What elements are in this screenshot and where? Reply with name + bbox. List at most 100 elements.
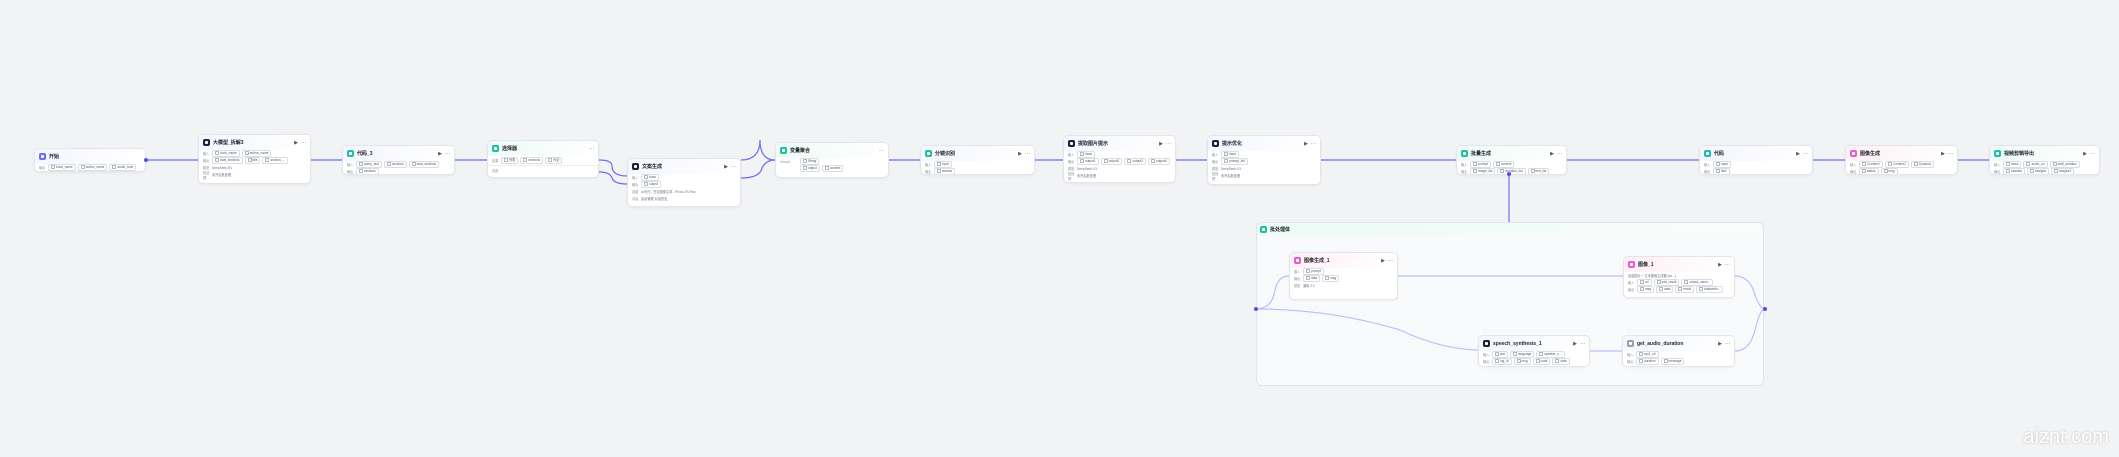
param-pill: sections (383, 161, 407, 168)
node-title: speech_synthesis_1 (1493, 340, 1542, 347)
param-pill: book (641, 174, 659, 181)
more-icon[interactable]: ··· (1166, 140, 1171, 147)
more-icon[interactable]: ··· (1388, 257, 1393, 264)
output-port[interactable] (1763, 307, 1767, 311)
image-icon (1628, 261, 1635, 268)
param-pill: log_id (1492, 358, 1512, 365)
run-icon[interactable]: ▶ (1718, 340, 1722, 347)
param-pill: output1 (1077, 158, 1099, 165)
param-pill: data (1656, 286, 1674, 293)
node-copywriting[interactable]: 文案生成 ▶··· 输入 book 输出 output 技能 AI写作 - 豆包… (627, 158, 741, 207)
skill-list: AI写作 - 豆包图像生成 - Photo-TN Flux (641, 190, 696, 194)
node-title: 开始 (49, 154, 60, 160)
param-pill: book_name (48, 164, 76, 171)
output-port[interactable] (144, 158, 148, 162)
run-icon[interactable]: ▶ (2083, 150, 2087, 157)
param-pill: sections (356, 168, 379, 174)
param-pill: designs (2027, 168, 2049, 174)
more-icon[interactable]: ··· (445, 150, 450, 157)
condition-var[interactable]: sections (520, 157, 544, 164)
output-port[interactable] (1507, 172, 1511, 176)
node-start[interactable]: 开始 输出 book_name author_name audio_tone (34, 148, 146, 172)
more-icon[interactable]: ··· (1725, 261, 1730, 268)
node-code-3[interactable]: 代码_3 ▶··· 输入 query_text sections total_s… (342, 145, 455, 175)
node-batch[interactable]: 批量生成 ▶··· 输入 prompt content 输出 image_lis… (1456, 145, 1567, 175)
run-icon[interactable]: ▶ (1381, 257, 1385, 264)
param-pill: data (1552, 358, 1570, 365)
node-image-gen-1[interactable]: 图像生成_1 ▶··· 输入 prompt 输出 data msg 模型 通用 … (1289, 252, 1398, 300)
llm-icon (632, 163, 639, 170)
image-icon (1850, 150, 1857, 157)
param-pill: query_text (356, 161, 382, 168)
more-icon[interactable]: ··· (1725, 340, 1730, 347)
run-icon[interactable]: ▶ (294, 139, 298, 146)
more-icon[interactable]: ··· (589, 145, 594, 152)
code-icon (347, 150, 354, 157)
row-label: 批处理 (1212, 171, 1219, 181)
node-title: 提取图片提示 (1078, 141, 1109, 147)
row-label: 输出 (1704, 170, 1711, 174)
task-text: 加载图片 + 文本图像生成器 (bu...) (1628, 274, 1676, 278)
node-prompt-optimize[interactable]: 提示优化 ▶··· 输入 Input 输出 prompt_list 模型 Dee… (1207, 135, 1321, 185)
param-pill: String (800, 158, 820, 165)
more-icon[interactable]: ··· (1948, 150, 1953, 157)
row-label: 输入 (925, 163, 932, 167)
node-llm-split[interactable]: 大模型_拆解3 ▶··· 输入 book_name author_name 输出… (198, 134, 311, 184)
node-variable-merge[interactable]: 变量聚合 ··· Group1 String output content (775, 142, 889, 178)
model-name: DeepSeek-V3 (1077, 166, 1097, 171)
param-pill: mp3_url (1636, 351, 1659, 358)
param-pill: content (1492, 161, 1515, 168)
node-extract-prompt[interactable]: 提取图片提示 ▶··· 输入 Input 输出 output1 output2 … (1063, 135, 1176, 183)
param-pill: usables (2003, 168, 2025, 174)
condition-op[interactable]: 为空 (545, 157, 563, 164)
param-pill: prompt (1303, 268, 1324, 275)
node-image-1[interactable]: 图像_1 ▶··· 加载图片 + 文本图像生成器 (bu...) 输入 url … (1623, 256, 1735, 298)
node-scene-split[interactable]: 分镜识别 ▶··· 输入 Input 输出 scenes (920, 145, 1035, 175)
run-icon[interactable]: ▶ (1573, 340, 1577, 347)
row-label: 模型 (1212, 167, 1219, 171)
more-icon[interactable]: ··· (1803, 150, 1808, 157)
node-image-gen[interactable]: 图像生成 ▶··· 输入 Content1 Content2 Dynamic 输… (1845, 145, 1958, 175)
param-pill: code (1532, 358, 1551, 365)
llm-icon (1068, 140, 1075, 147)
row-label: 如果 (492, 159, 499, 163)
run-icon[interactable]: ▶ (1796, 150, 1800, 157)
row-label: Group1 (780, 159, 791, 164)
more-icon[interactable]: ··· (879, 147, 884, 154)
batch-status: 未开启批处理 (1077, 174, 1097, 178)
run-icon[interactable]: ▶ (1550, 150, 1554, 157)
param-pill: staff_duration (2049, 161, 2080, 168)
node-speech-synthesis[interactable]: speech_synthesis_1 ▶··· 输入 text language… (1478, 335, 1590, 367)
node-video-export[interactable]: 视频剪辑导出 ▶··· 输入 news audio_url staff_dura… (1989, 145, 2100, 175)
row-label: 输出 (1068, 160, 1075, 164)
more-icon[interactable]: ··· (731, 163, 736, 170)
more-icon[interactable]: ··· (1025, 150, 1030, 157)
node-code[interactable]: 代码 ▶··· 输入 Input 输出 list2 (1699, 145, 1813, 175)
run-icon[interactable]: ▶ (438, 150, 442, 157)
run-icon[interactable]: ▶ (1018, 150, 1022, 157)
llm-icon (1212, 140, 1219, 147)
param-pill: news (2003, 161, 2022, 168)
run-icon[interactable]: ▶ (1159, 140, 1163, 147)
param-pill: Input (1077, 151, 1096, 158)
row-label: 输入 (1294, 270, 1301, 274)
output-port[interactable] (1254, 307, 1258, 311)
condition-type[interactable]: 列表 (501, 157, 519, 164)
param-pill: list2 (1713, 168, 1730, 174)
more-icon[interactable]: ··· (301, 139, 306, 146)
more-icon[interactable]: ··· (1311, 140, 1316, 147)
run-icon[interactable]: ▶ (1304, 140, 1308, 147)
node-get-audio-duration[interactable]: get_audio_duration ▶··· 输入 mp3_url 输出 du… (1622, 335, 1735, 367)
row-label: 输出 (39, 166, 46, 170)
run-icon[interactable]: ▶ (724, 163, 728, 170)
more-icon[interactable]: ··· (1557, 150, 1562, 157)
run-icon[interactable]: ▶ (1941, 150, 1945, 157)
more-icon[interactable]: ··· (1580, 340, 1585, 347)
param-pill: total_sections (408, 161, 440, 168)
node-selector[interactable]: 选择器 ··· 如果 列表 sections 为空 否则 (487, 140, 599, 178)
param-pill: output_canvi... (1681, 279, 1714, 286)
param-pill: text_list (1527, 168, 1550, 174)
run-icon[interactable]: ▶ (1718, 261, 1722, 268)
more-icon[interactable]: ··· (2090, 150, 2095, 157)
